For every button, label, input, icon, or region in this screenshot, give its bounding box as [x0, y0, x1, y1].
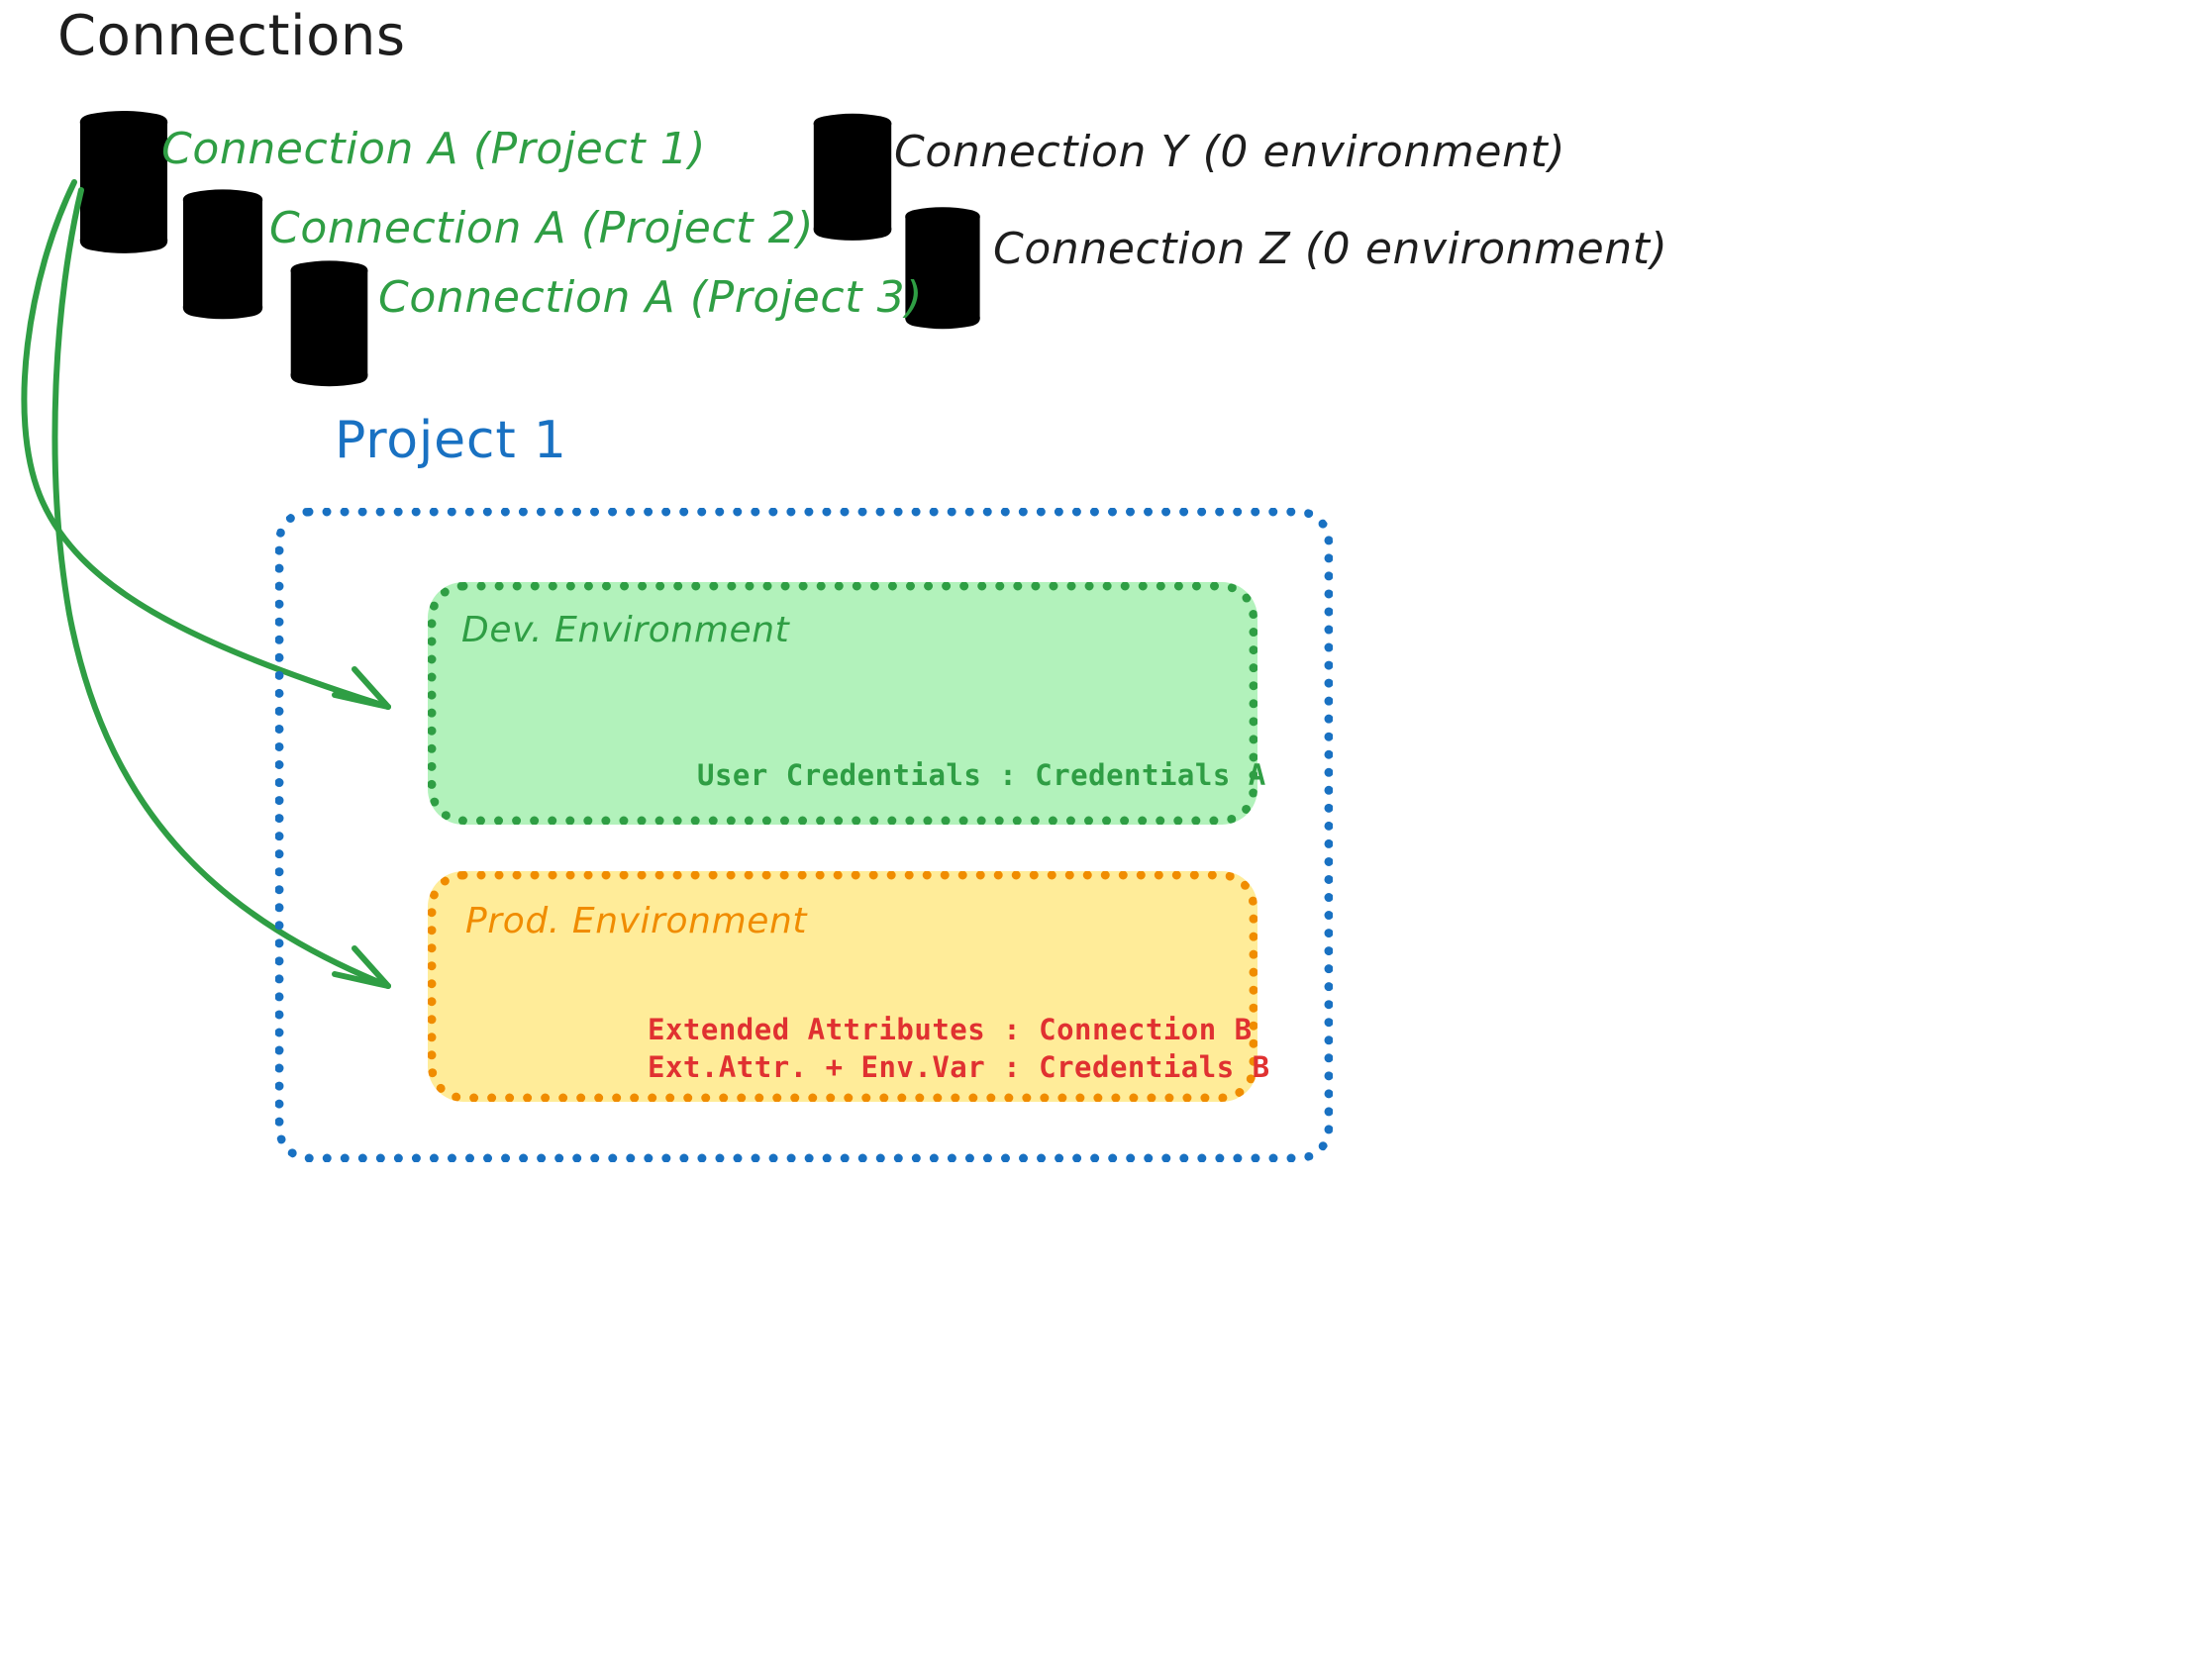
prod-environment-env-vars: Ext.Attr. + Env.Var : Credentials B [648, 1050, 1270, 1084]
connection-label-a-project-3: Connection A (Project 3) [378, 272, 924, 323]
connection-label-a-project-1: Connection A (Project 1) [161, 124, 707, 174]
connection-label-a-project-2: Connection A (Project 2) [269, 203, 815, 253]
project-container [275, 508, 1333, 1162]
connection-label-y: Connection Y (0 environment) [894, 127, 1566, 177]
connection-label-z: Connection Z (0 environment) [993, 224, 1668, 274]
arrow-connection-a-to-dev-environment [21, 179, 391, 710]
dev-environment-title: Dev. Environment [461, 610, 790, 650]
project-title: Project 1 [335, 411, 567, 470]
database-icon-connection-y[interactable] [813, 113, 892, 241]
database-icon-connection-a-project-2[interactable] [182, 189, 263, 320]
page-title: Connections [57, 4, 406, 68]
dev-environment-credentials: User Credentials : Credentials A [697, 758, 1266, 792]
database-icon-connection-a-project-3[interactable] [290, 260, 368, 387]
prod-environment-box [428, 871, 1257, 1102]
prod-environment-title: Prod. Environment [465, 901, 808, 941]
arrow-connection-a-to-prod-environment [51, 187, 391, 989]
database-icon-connection-a-project-1[interactable] [79, 110, 168, 253]
dev-environment-box [428, 582, 1257, 825]
prod-environment-extended-attributes: Extended Attributes : Connection B [648, 1013, 1253, 1046]
